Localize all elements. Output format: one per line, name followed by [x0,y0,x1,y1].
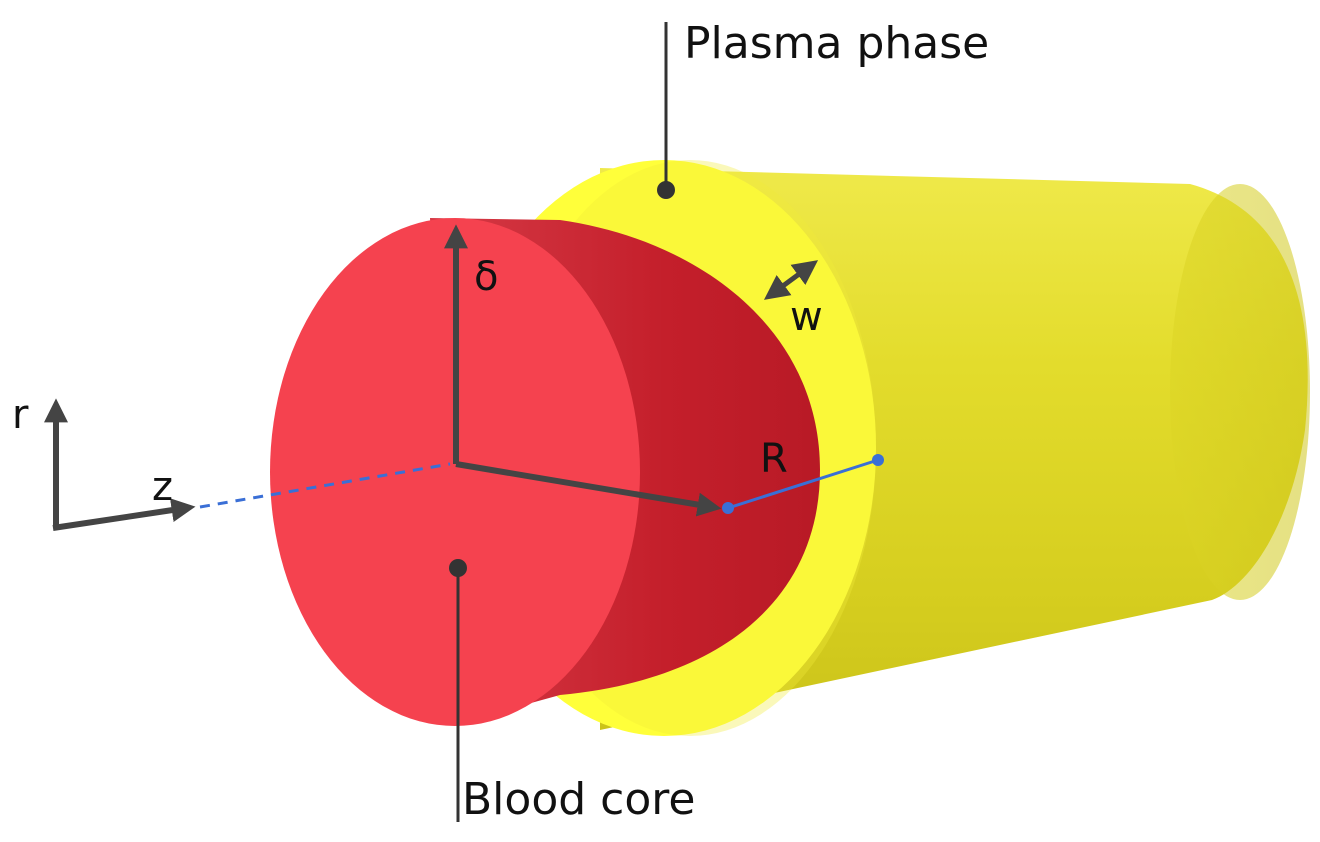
blood-core-front-face [270,218,640,726]
z-axis-arrow [52,498,196,531]
w-double-arrow [763,260,819,300]
plasma-cylinder-end-shade [1170,184,1310,600]
blood-core-label: Blood core [462,774,695,825]
plasma-edge-point [872,454,884,466]
plasma-leader-dot [657,181,675,199]
core-edge-point [722,502,734,514]
w-label: w [790,294,823,340]
plasma-phase-label: Plasma phase [684,18,989,69]
core-leader-dot [449,559,467,577]
plasma-thickness-line [727,458,879,510]
blood-core-cylinder [270,218,820,726]
r-axis-label: r [12,392,29,438]
coordinate-axes [44,398,196,531]
z-axis-dashed-line [199,462,451,509]
delta-label: δ [474,254,498,300]
z-axis-label: z [152,464,173,510]
radius-label: R [760,436,788,482]
radius-arrow [455,461,722,517]
